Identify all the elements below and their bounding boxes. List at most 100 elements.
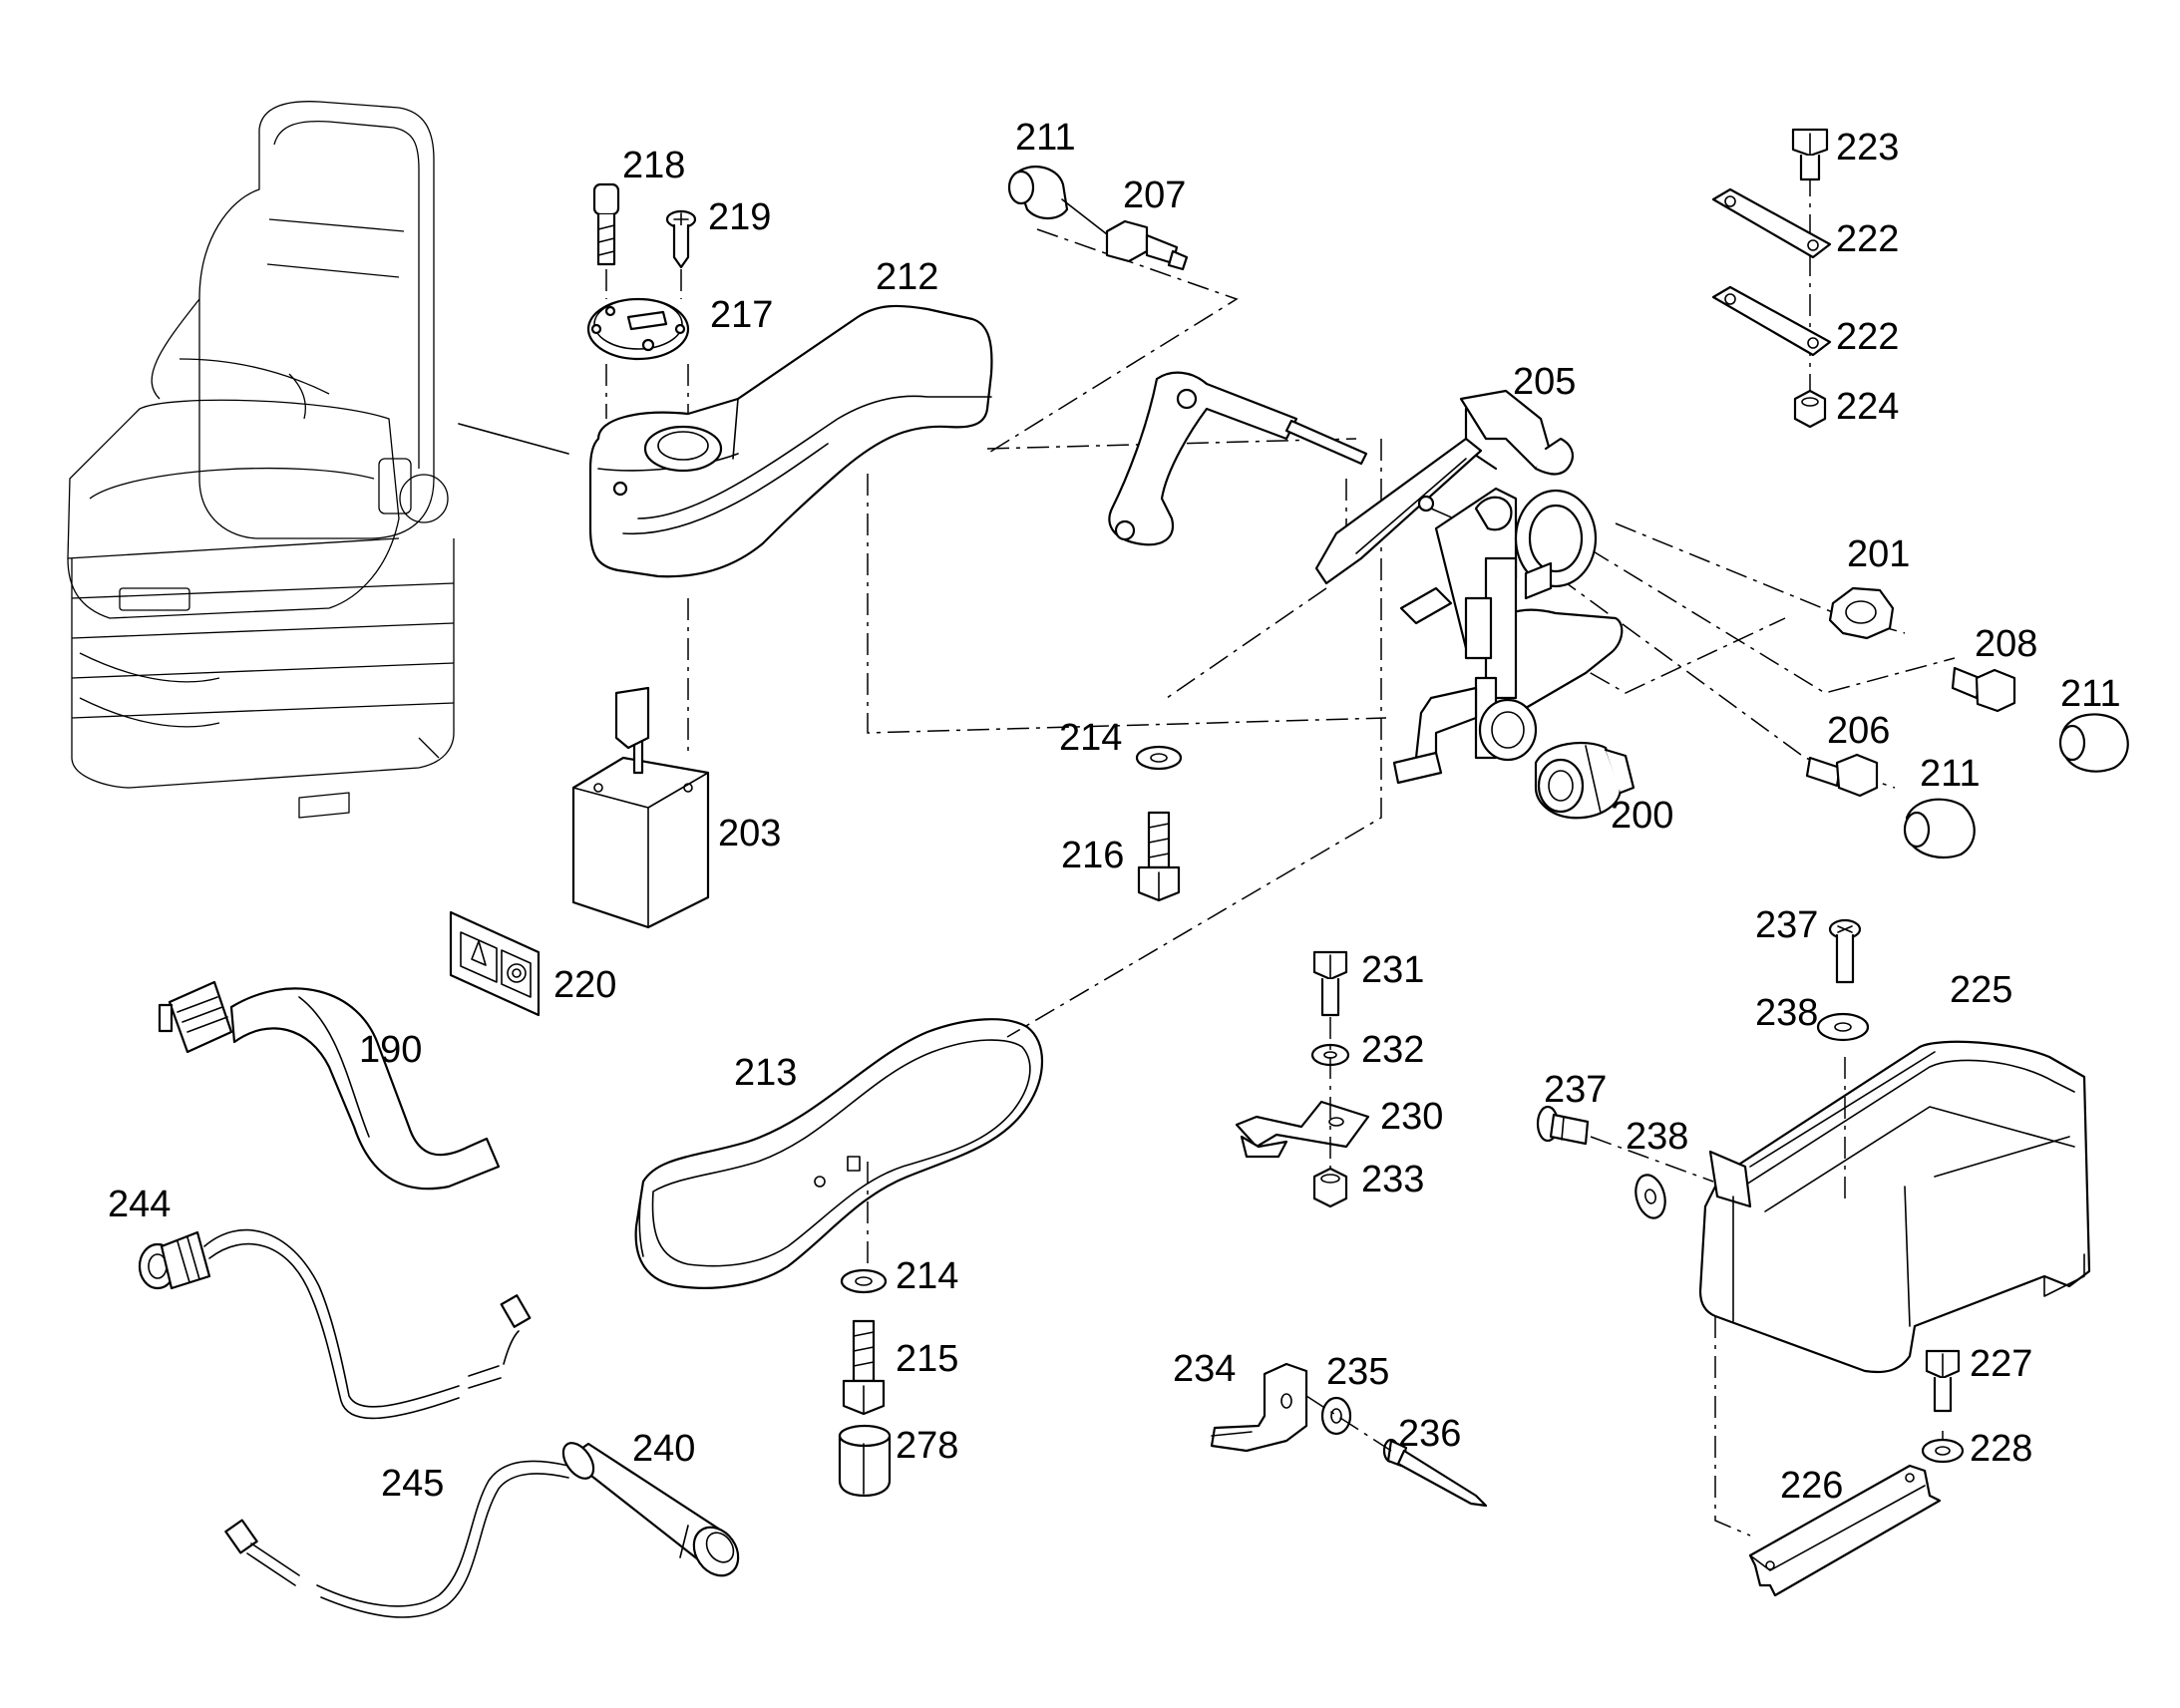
screw-219	[665, 209, 697, 269]
dash-lines-217	[605, 269, 689, 429]
label-205: 205	[1513, 361, 1576, 403]
label-236: 236	[1398, 1413, 1461, 1455]
label-237-top: 237	[1755, 904, 1818, 946]
dash-line-237-side	[1590, 1136, 1714, 1183]
label-233: 233	[1361, 1159, 1424, 1200]
label-222-lower: 222	[1836, 316, 1899, 358]
washer-214-upper	[1135, 745, 1183, 771]
label-245: 245	[381, 1463, 444, 1505]
screw-237-top	[1828, 918, 1862, 984]
cap-211-lower	[1903, 798, 1976, 859]
dash-line-234	[1305, 1395, 1392, 1452]
label-232: 232	[1361, 1029, 1424, 1071]
label-203: 203	[718, 813, 781, 854]
bolt-231	[1312, 950, 1348, 1017]
armrest-212	[588, 304, 993, 578]
bolt-216	[1137, 811, 1181, 902]
dash-line-205	[1430, 508, 1547, 559]
label-214-upper: 214	[1059, 717, 1122, 759]
label-200: 200	[1611, 795, 1673, 837]
label-201: 201	[1847, 533, 1910, 575]
strap-222-upper	[1711, 187, 1832, 259]
label-226: 226	[1780, 1465, 1843, 1507]
cable-244	[138, 1228, 532, 1420]
dash-line-226	[1714, 1316, 1751, 1537]
label-220: 220	[553, 964, 616, 1006]
label-216: 216	[1061, 835, 1124, 876]
dash-line-212-b	[986, 438, 1357, 450]
nut-201	[1828, 586, 1895, 640]
label-215: 215	[896, 1338, 958, 1380]
dash-line-200	[1555, 617, 1786, 694]
label-237-side: 237	[1544, 1069, 1607, 1111]
knob-200	[1534, 741, 1635, 820]
label-244: 244	[108, 1184, 171, 1225]
switch-203	[571, 686, 710, 929]
harness-190	[158, 980, 501, 1191]
label-212: 212	[876, 256, 938, 298]
seat-leader-line	[458, 423, 569, 455]
bracket-230	[1235, 1100, 1370, 1159]
dash-line-213-link	[1006, 439, 1382, 1038]
bolt-207	[1105, 219, 1189, 271]
leader-207	[1061, 198, 1108, 235]
cap-211-top	[1007, 166, 1069, 220]
label-235: 235	[1326, 1351, 1389, 1393]
bolt-206	[1805, 753, 1879, 798]
nut-233	[1312, 1167, 1348, 1208]
label-222-upper: 222	[1836, 218, 1899, 260]
dash-line-207	[986, 228, 1239, 455]
bolt-215	[842, 1319, 886, 1416]
label-231: 231	[1361, 949, 1424, 991]
label-230: 230	[1380, 1096, 1443, 1138]
dash-line-214	[1166, 587, 1327, 699]
label-224: 224	[1836, 386, 1899, 428]
label-234: 234	[1173, 1348, 1236, 1390]
label-223: 223	[1836, 127, 1899, 169]
housing-225	[1698, 1040, 2091, 1374]
screw-237-side	[1536, 1105, 1590, 1146]
arm-assembly-205	[1314, 389, 1624, 785]
cover-217	[586, 297, 690, 361]
label-208: 208	[1975, 623, 2037, 665]
mounting-plate	[1108, 371, 1368, 546]
label-211-right: 211	[2060, 673, 2121, 715]
washer-235	[1320, 1396, 1352, 1436]
label-228: 228	[1970, 1428, 2032, 1470]
plate-226	[1748, 1464, 1942, 1597]
bracket-234	[1210, 1362, 1308, 1453]
label-219: 219	[708, 196, 771, 238]
washer-228	[1921, 1438, 1965, 1464]
armrest-base-213	[634, 1018, 1044, 1289]
bolt-227	[1925, 1349, 1961, 1413]
label-206: 206	[1827, 710, 1890, 752]
cap-211-right	[2058, 713, 2129, 773]
seat-overview	[67, 101, 569, 819]
label-227: 227	[1970, 1343, 2032, 1385]
strap-222-lower	[1711, 285, 1832, 357]
label-238-top: 238	[1755, 992, 1818, 1034]
label-217: 217	[710, 294, 773, 336]
bolt-218	[592, 182, 620, 266]
decal-220	[449, 910, 541, 1017]
label-225: 225	[1950, 969, 2012, 1011]
label-238-side: 238	[1626, 1116, 1688, 1158]
dash-line-212-a	[867, 474, 1387, 734]
washer-214-lower	[840, 1268, 888, 1294]
label-211-top: 211	[1015, 117, 1076, 159]
label-207: 207	[1123, 174, 1186, 216]
callout-labels: 190 200 201 203 205 206 207 208 211 211 …	[108, 117, 2121, 1507]
label-240: 240	[632, 1428, 695, 1470]
sensor-240	[561, 1442, 740, 1577]
label-213: 213	[734, 1052, 797, 1094]
label-190: 190	[359, 1029, 422, 1071]
label-214-lower: 214	[896, 1255, 958, 1297]
label-218: 218	[622, 145, 685, 186]
cap-278	[838, 1424, 892, 1498]
bolt-223	[1791, 128, 1829, 181]
label-278: 278	[896, 1425, 958, 1467]
washer-238-side	[1635, 1174, 1666, 1219]
washer-238-top	[1816, 1012, 1870, 1042]
